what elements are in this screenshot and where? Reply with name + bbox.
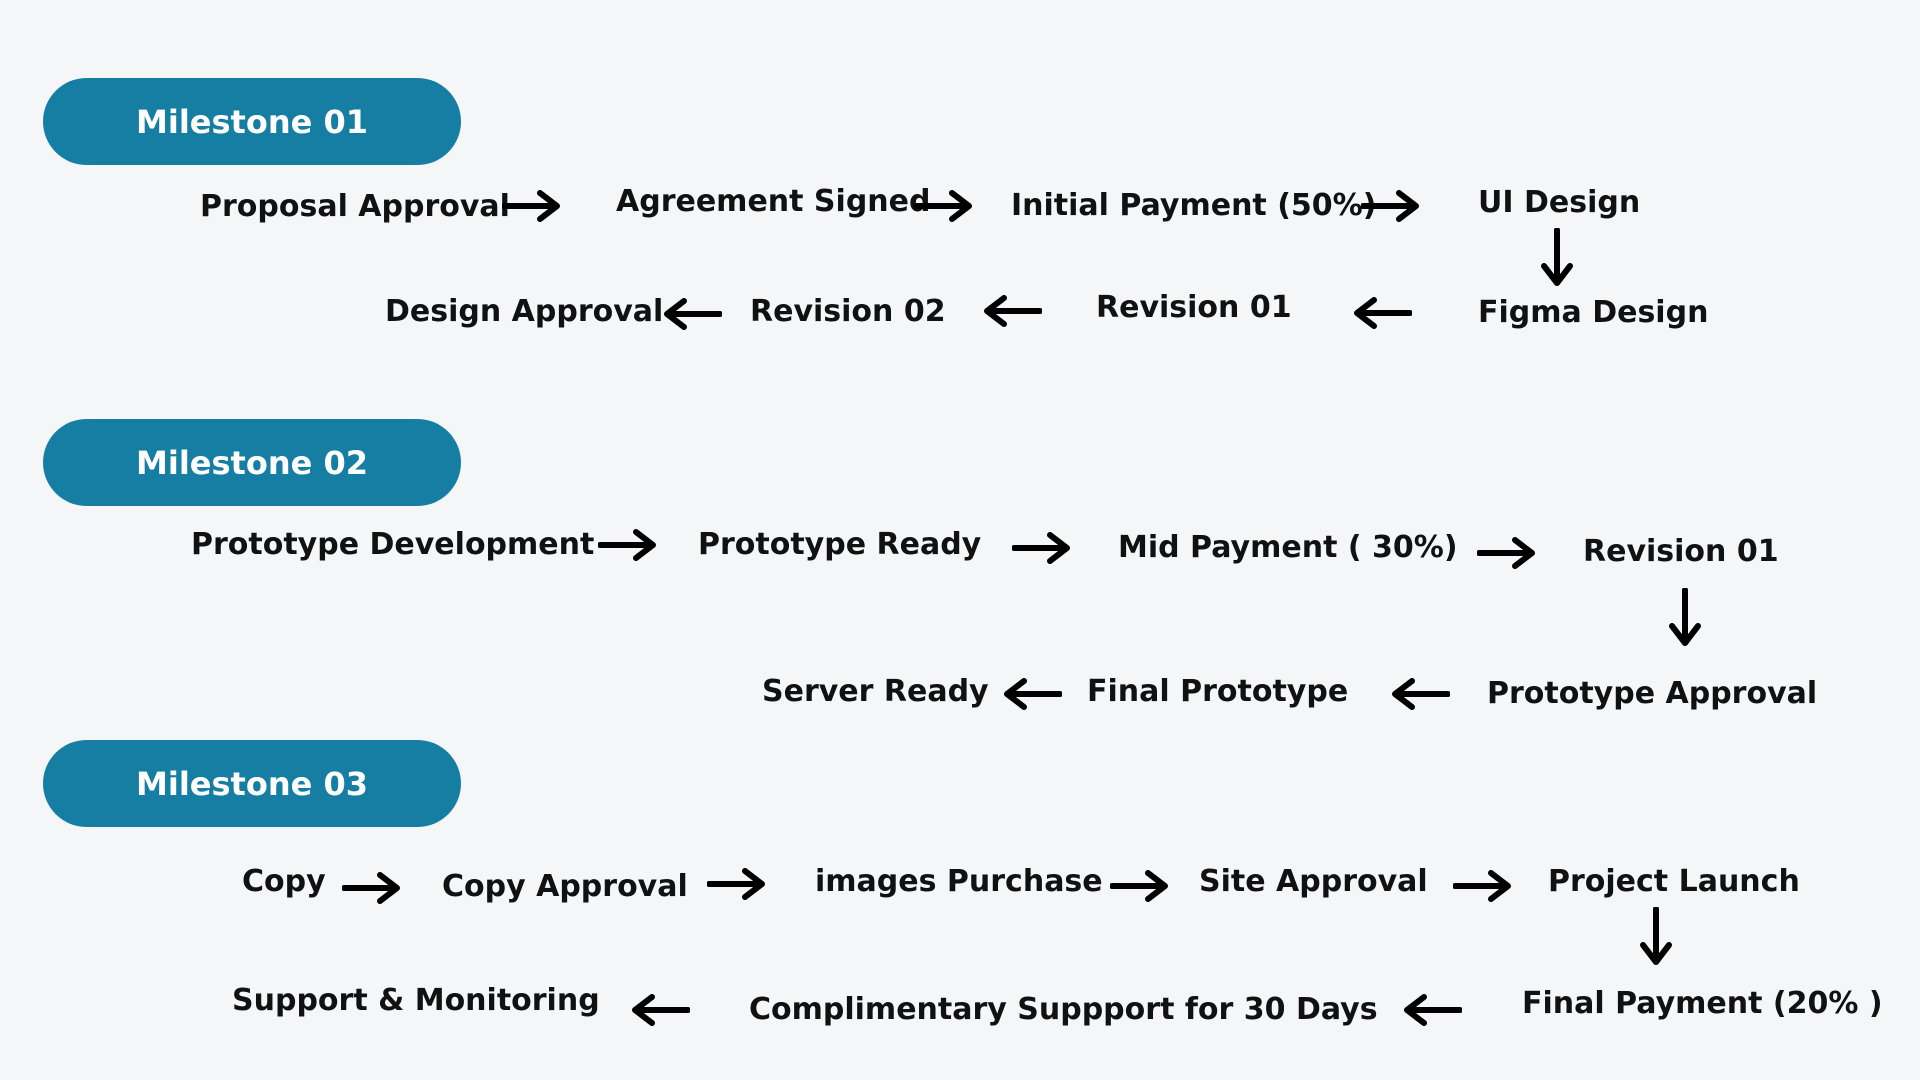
step-site-approval: Site Approval — [1199, 864, 1428, 899]
step-agreement-signed: Agreement Signed — [616, 184, 931, 219]
step-final-prototype: Final Prototype — [1087, 674, 1349, 709]
step-support-monitoring: Support & Monitoring — [232, 983, 600, 1018]
step-final-payment: Final Payment (20% ) — [1522, 986, 1883, 1021]
arrow-left-icon — [662, 297, 722, 331]
arrow-down-icon — [1668, 588, 1702, 648]
step-ui-design: UI Design — [1478, 185, 1641, 220]
step-images-purchase: images Purchase — [815, 864, 1103, 899]
arrow-right-icon — [1453, 869, 1513, 903]
arrow-down-icon — [1540, 228, 1574, 288]
arrow-right-icon — [342, 871, 402, 905]
arrow-right-icon — [914, 189, 974, 223]
step-design-approval: Design Approval — [385, 294, 664, 329]
arrow-left-icon — [982, 294, 1042, 328]
arrow-right-icon — [1012, 531, 1072, 565]
step-figma-design: Figma Design — [1478, 295, 1709, 330]
arrow-right-icon — [707, 867, 767, 901]
step-revision-01-m2: Revision 01 — [1583, 534, 1779, 569]
milestone-01-label: Milestone 01 — [43, 78, 461, 165]
step-copy: Copy — [242, 864, 326, 899]
step-copy-approval: Copy Approval — [442, 869, 688, 904]
step-prototype-development: Prototype Development — [191, 527, 595, 562]
arrow-right-icon — [1361, 189, 1421, 223]
arrow-left-icon — [1390, 677, 1450, 711]
step-revision-01: Revision 01 — [1096, 290, 1292, 325]
step-project-launch: Project Launch — [1548, 864, 1800, 899]
step-server-ready: Server Ready — [762, 674, 989, 709]
milestone-02-label: Milestone 02 — [43, 419, 461, 506]
arrow-left-icon — [1352, 296, 1412, 330]
step-initial-payment: Initial Payment (50%) — [1011, 188, 1377, 223]
arrow-left-icon — [630, 993, 690, 1027]
arrow-left-icon — [1402, 993, 1462, 1027]
arrow-down-icon — [1639, 907, 1673, 967]
milestone-03-label: Milestone 03 — [43, 740, 461, 827]
step-revision-02: Revision 02 — [750, 294, 946, 329]
step-mid-payment: Mid Payment ( 30%) — [1118, 530, 1458, 565]
step-complimentary-support: Complimentary Suppport for 30 Days — [749, 992, 1378, 1027]
arrow-right-icon — [502, 189, 562, 223]
arrow-right-icon — [1477, 536, 1537, 570]
arrow-right-icon — [598, 528, 658, 562]
arrow-left-icon — [1002, 677, 1062, 711]
step-prototype-approval: Prototype Approval — [1487, 676, 1818, 711]
step-proposal-approval: Proposal Approval — [200, 189, 510, 224]
arrow-right-icon — [1110, 869, 1170, 903]
step-prototype-ready: Prototype Ready — [698, 527, 982, 562]
